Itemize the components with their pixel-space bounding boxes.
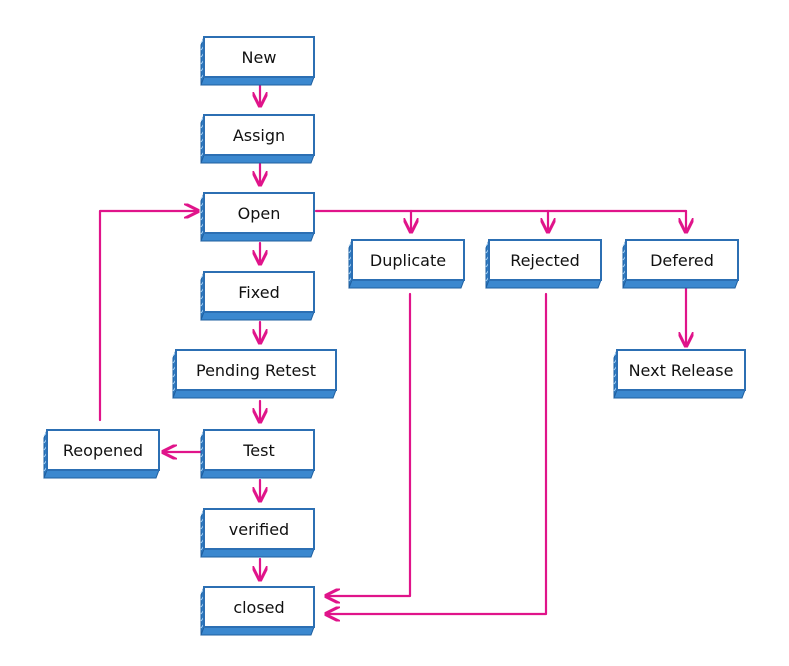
node-rejected-label: Rejected	[510, 251, 580, 270]
node-test-label: Test	[242, 441, 275, 460]
node-verified: verified	[200, 508, 315, 558]
box-bottom-face	[613, 389, 746, 399]
nodes: New Assign Open Fixed Pending Retest Tes…	[43, 36, 746, 636]
box-front-face	[203, 429, 315, 471]
box-front-face	[488, 239, 602, 281]
box-bottom-face	[200, 311, 315, 321]
node-open-label: Open	[238, 204, 281, 223]
edge-reopened-to-open	[98, 211, 198, 422]
node-next-release-label: Next Release	[629, 361, 734, 380]
node-defered-label: Defered	[650, 251, 714, 270]
box-bottom-face	[43, 469, 160, 479]
box-front-face	[203, 192, 315, 234]
box-bottom-face	[485, 279, 602, 289]
box-front-face	[351, 239, 465, 281]
box-front-face	[203, 508, 315, 550]
edge-duplicate-to-closed	[326, 292, 412, 596]
box-bottom-face	[172, 389, 337, 399]
box-front-face	[625, 239, 739, 281]
node-new-label: New	[242, 48, 277, 67]
node-test: Test	[200, 429, 315, 479]
box-front-face	[175, 349, 337, 391]
box-bottom-face	[200, 548, 315, 558]
node-verified-label: verified	[229, 520, 289, 539]
box-bottom-face	[200, 76, 315, 86]
box-front-face	[203, 586, 315, 628]
box-front-face	[203, 271, 315, 313]
box-bottom-face	[200, 154, 315, 164]
box-front-face	[616, 349, 746, 391]
box-bottom-face	[200, 626, 315, 636]
node-closed-label: closed	[233, 598, 284, 617]
node-defered: Defered	[622, 239, 739, 289]
node-closed: closed	[200, 586, 315, 636]
box-bottom-face	[200, 469, 315, 479]
edge-rejected-to-closed	[326, 292, 548, 614]
edges	[98, 83, 686, 614]
node-assign: Assign	[200, 114, 315, 164]
node-duplicate: Duplicate	[348, 239, 465, 289]
node-fixed: Fixed	[200, 271, 315, 321]
node-fixed-label: Fixed	[238, 283, 279, 302]
node-rejected: Rejected	[485, 239, 602, 289]
node-next-release: Next Release	[613, 349, 746, 399]
node-assign-label: Assign	[233, 126, 285, 145]
node-reopened-label: Reopened	[63, 441, 143, 460]
box-bottom-face	[622, 279, 739, 289]
node-duplicate-label: Duplicate	[370, 251, 446, 270]
node-new: New	[200, 36, 315, 86]
box-bottom-face	[348, 279, 465, 289]
box-front-face	[46, 429, 160, 471]
box-front-face	[203, 36, 315, 78]
node-open: Open	[200, 192, 315, 242]
box-bottom-face	[200, 232, 315, 242]
node-reopened: Reopened	[43, 429, 160, 479]
box-front-face	[203, 114, 315, 156]
node-pending-retest: Pending Retest	[172, 349, 337, 399]
node-pending-retest-label: Pending Retest	[196, 361, 316, 380]
